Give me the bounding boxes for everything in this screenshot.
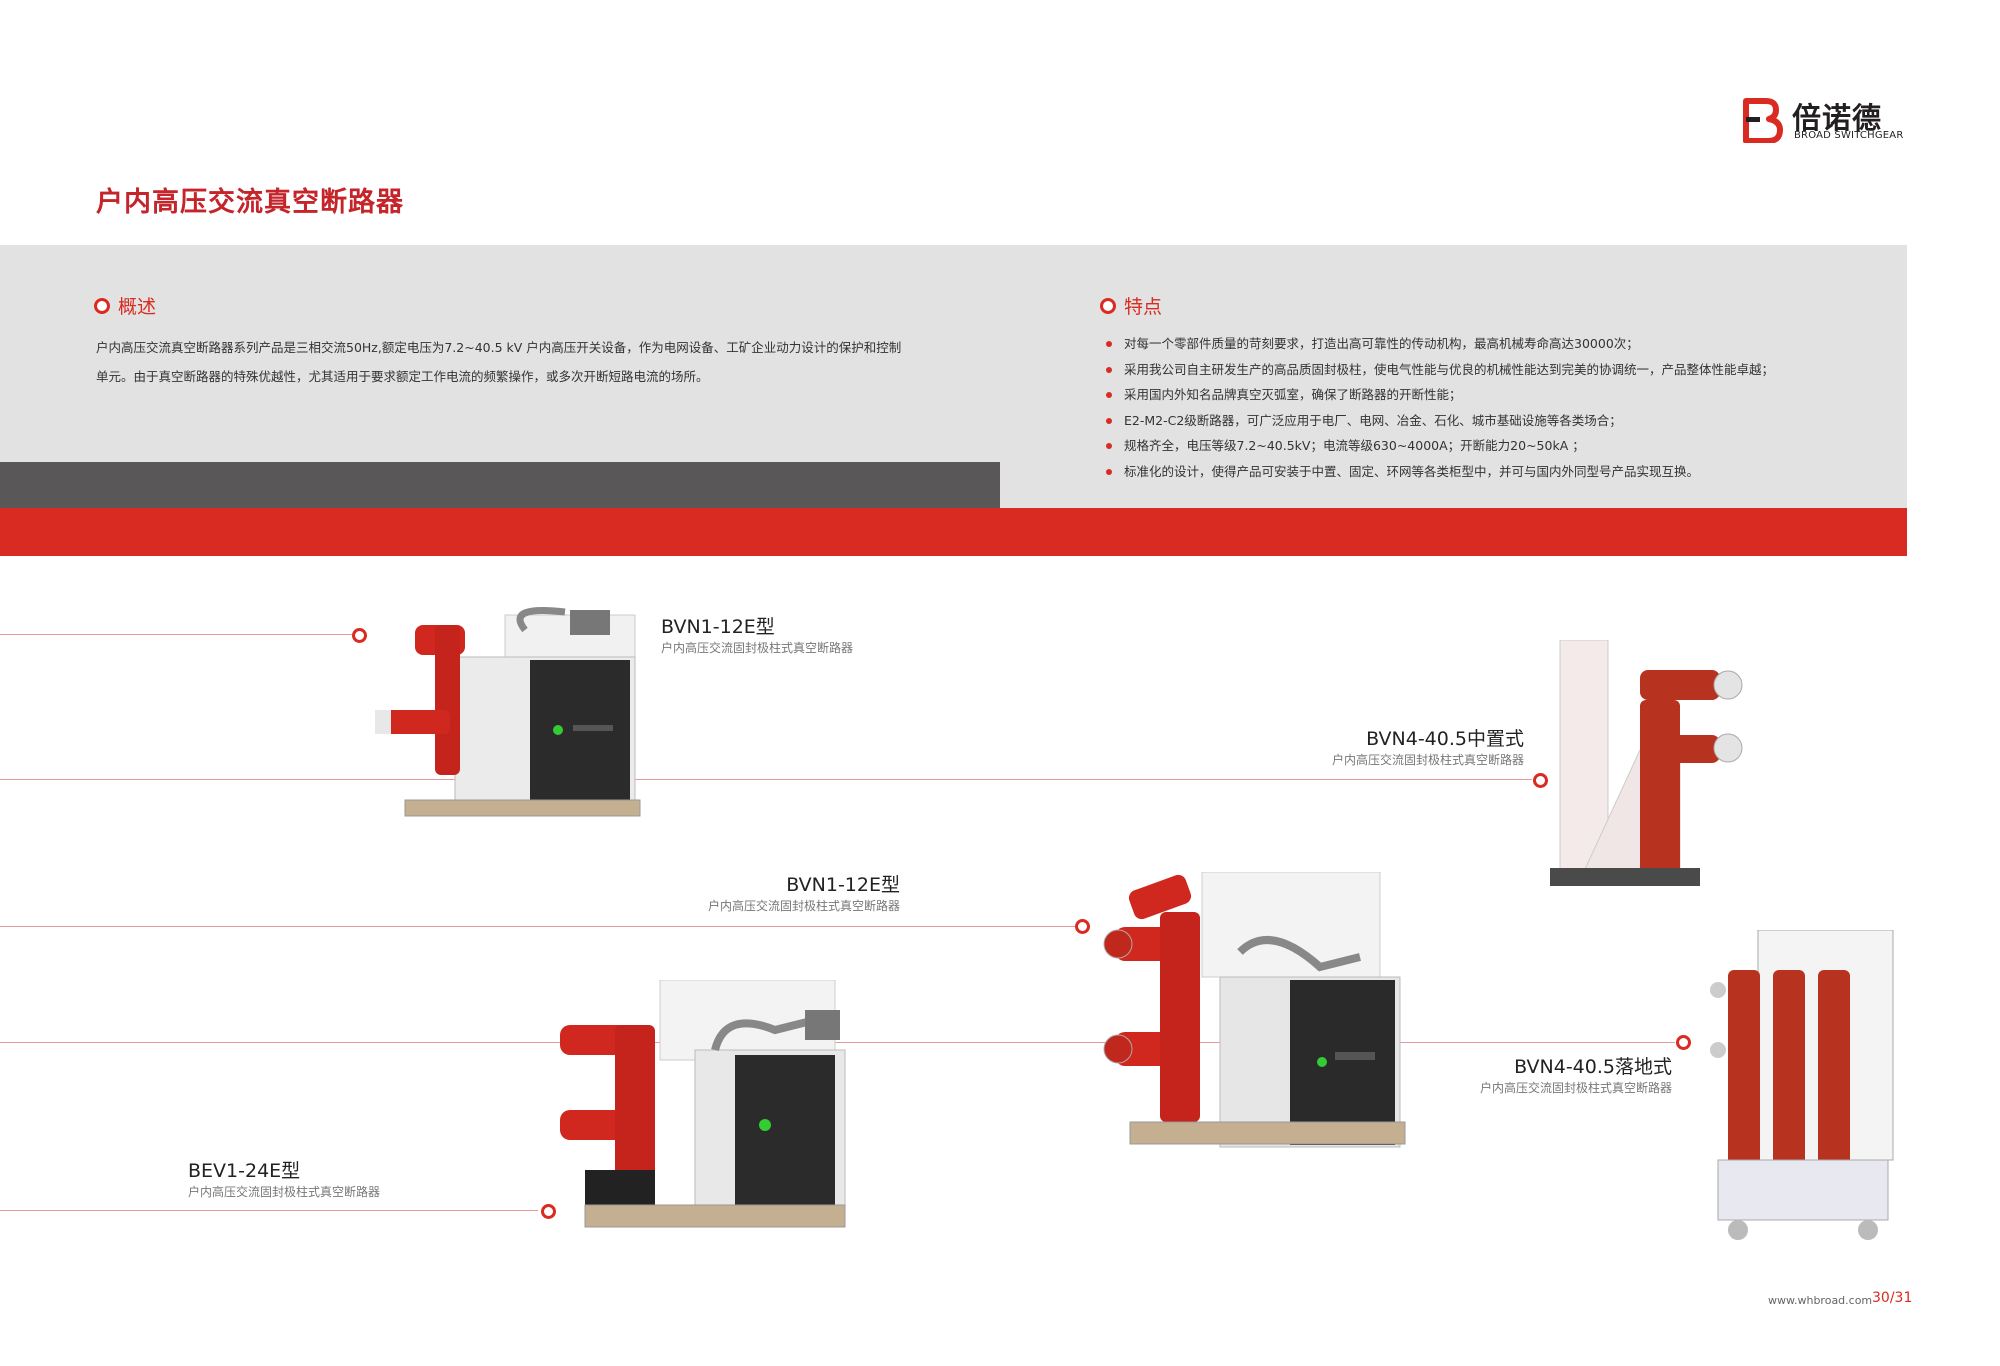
overview-heading-label: 概述 [118, 296, 157, 318]
page-title: 户内高压交流真空断路器 [96, 187, 404, 218]
feature-item: 标准化的设计，使得产品可安装于中置、固定、环网等各类柜型中，并可与国内外同型号产… [1104, 459, 1774, 485]
product-desc: 户内高压交流固封极柱式真空断路器 [188, 1185, 381, 1199]
feature-item: E2-M2-C2级断路器，可广泛应用于电厂、电网、冶金、石化、城市基础设施等各类… [1104, 408, 1774, 434]
product-name: BVN1-12E型 [786, 874, 900, 896]
product-label-1: BVN1-12E型 户内高压交流固封极柱式真空断路器 [661, 612, 853, 656]
red-accent-bar [0, 508, 1907, 556]
ring-bullet-icon [94, 297, 110, 314]
features-heading-label: 特点 [1124, 296, 1163, 318]
leader-line [0, 1042, 1675, 1043]
overview-heading: 概述 [94, 292, 156, 319]
pin-marker-icon [1075, 919, 1090, 934]
brand-name-cn: 倍诺德 [1792, 101, 1883, 135]
product-label-5: BEV1-24E型 户内高压交流固封极柱式真空断路器 [188, 1156, 380, 1200]
dot-bullet-icon [1106, 417, 1112, 424]
product-label-2: BVN4-40.5中置式 户内高压交流固封极柱式真空断路器 [1310, 724, 1524, 768]
leader-line [0, 1210, 538, 1211]
breaker-bvn1-12e-image [375, 606, 641, 817]
pin-marker-icon [541, 1204, 556, 1219]
feature-item: 对每一个零部件质量的苛刻要求，打造出高可靠性的传动机构，最高机械寿命高达3000… [1104, 331, 1774, 357]
breaker-bvn4-40-5-mid-image [1550, 640, 1743, 886]
product-name: BVN4-40.5落地式 [1514, 1056, 1672, 1078]
leader-line [0, 634, 352, 635]
product-name: BVN4-40.5中置式 [1366, 728, 1524, 750]
product-label-3: BVN1-12E型 户内高压交流固封极柱式真空断路器 [686, 870, 900, 914]
product-label-4: BVN4-40.5落地式 户内高压交流固封极柱式真空断路器 [1458, 1052, 1672, 1096]
dot-bullet-icon [1106, 341, 1112, 347]
feature-item: 采用我公司自主研发生产的高品质固封极柱，使电气性能与优良的机械性能达到完美的协调… [1104, 357, 1774, 383]
pin-marker-icon [1533, 773, 1548, 788]
features-heading: 特点 [1100, 292, 1162, 319]
dot-bullet-icon [1106, 392, 1112, 398]
dot-bullet-icon [1106, 468, 1112, 475]
product-desc: 户内高压交流固封极柱式真空断路器 [1331, 753, 1524, 767]
features-list: 对每一个零部件质量的苛刻要求，打造出高可靠性的传动机构，最高机械寿命高达3000… [1104, 331, 1774, 484]
dark-accent-bar [0, 462, 1000, 508]
breaker-bvn4-40-5-floor-image [1710, 930, 1894, 1240]
logo-b-icon [1743, 98, 1783, 143]
product-name: BEV1-24E型 [188, 1160, 301, 1182]
page-number: 30/31 [1872, 1290, 1913, 1306]
feature-item: 规格齐全，电压等级7.2~40.5kV；电流等级630~4000A；开断能力20… [1104, 433, 1774, 459]
overview-text: 户内高压交流真空断路器系列产品是三相交流50Hz,额定电压为7.2~40.5 k… [96, 340, 902, 384]
leader-line [0, 926, 1075, 927]
breaker-bvn1-12e-large-image [1103, 872, 1406, 1148]
product-name: BVN1-12E型 [661, 616, 775, 638]
brand-logo: 倍诺德 BROAD SWITCHGEAR [1742, 95, 1912, 145]
pin-marker-icon [1676, 1035, 1691, 1050]
brand-name-en: BROAD SWITCHGEAR [1794, 130, 1904, 141]
footer-url: www.whbroad.com [1768, 1294, 1873, 1307]
product-desc: 户内高压交流固封极柱式真空断路器 [1479, 1081, 1672, 1095]
dot-bullet-icon [1106, 366, 1112, 373]
ring-bullet-icon [1100, 297, 1116, 314]
pin-marker-icon [352, 628, 367, 643]
dot-bullet-icon [1106, 443, 1112, 449]
breaker-bev1-24e-image [560, 980, 846, 1228]
feature-item: 采用国内外知名品牌真空灭弧室，确保了断路器的开断性能； [1104, 382, 1774, 408]
product-desc: 户内高压交流固封极柱式真空断路器 [707, 899, 900, 913]
leader-line [0, 779, 1532, 780]
product-desc: 户内高压交流固封极柱式真空断路器 [661, 641, 854, 655]
